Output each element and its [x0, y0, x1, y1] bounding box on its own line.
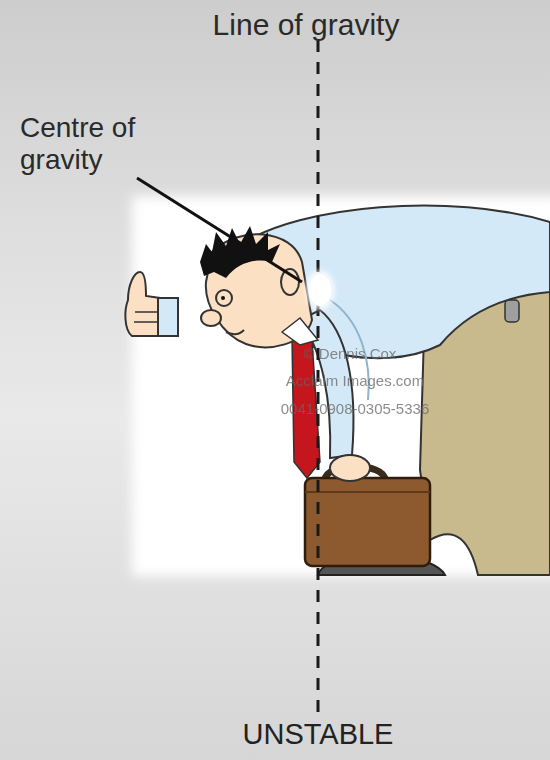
watermark: 0041-0908-0305-5336: [235, 400, 475, 417]
nose: [201, 310, 221, 326]
leader-line: [137, 178, 302, 282]
white-panel: [132, 196, 550, 576]
dot-glow: [305, 270, 335, 310]
briefcase: [305, 478, 430, 566]
mouth: [226, 330, 244, 334]
centre-dot: [309, 274, 331, 306]
caption: UNSTABLE: [168, 718, 468, 751]
eye: [221, 296, 225, 300]
belt-loop: [505, 300, 519, 322]
briefcase-seam: [305, 491, 430, 493]
shirt: [240, 206, 550, 359]
collar: [282, 318, 318, 345]
line-label: Line of gravity: [156, 8, 456, 43]
finger-lines: [134, 312, 158, 322]
centre-label: Centre of gravity: [20, 112, 170, 176]
hand: [330, 455, 370, 481]
watermark: © Dennis Cox: [260, 345, 440, 362]
hair: [200, 226, 280, 278]
watermark: Acclaim Images.com: [240, 372, 470, 389]
cuff: [158, 298, 178, 336]
glasses: [216, 290, 232, 306]
